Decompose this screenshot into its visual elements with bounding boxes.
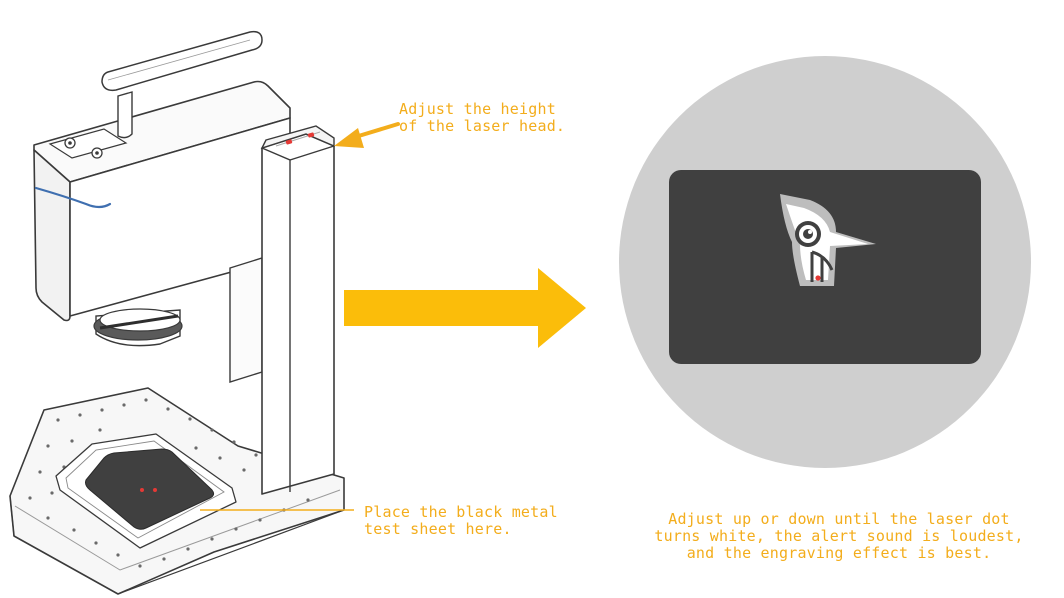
handle-grip (101, 30, 263, 92)
laser-dot-left (140, 488, 144, 492)
test-sheet-callout-line-1: Place the black metal (364, 503, 558, 521)
vertical-column (260, 125, 335, 495)
magnified-laser-dot (815, 275, 821, 281)
head-carriage (229, 257, 263, 383)
height-button-down-icon (307, 132, 315, 138)
height-button-up-icon (285, 139, 293, 145)
magnified-view (619, 56, 1031, 468)
focus-result-callout-line-1: Adjust up or down until the laser dot (668, 510, 1010, 528)
laser-dot-right (153, 488, 157, 492)
lens-assembly (93, 308, 183, 347)
right-arrow-icon (344, 268, 586, 348)
focus-result-callout-line-3: and the engraving effect is best. (686, 544, 992, 562)
test-sheet-callout-line-2: test sheet here. (364, 520, 512, 538)
status-stripe (34, 186, 112, 209)
head-height-callout-line-2: of the laser head. (399, 117, 566, 135)
test-sheet-callout: Place the black metal test sheet here. (364, 504, 558, 538)
woodpecker-logo-icon (780, 194, 876, 286)
pointer-arrow-icon (334, 122, 400, 148)
head-height-callout-line-1: Adjust the height (399, 100, 556, 118)
test-sheet (85, 448, 215, 530)
focus-result-callout-line-2: turns white, the alert sound is loudest, (654, 527, 1024, 545)
focus-result-callout: Adjust up or down until the laser dot tu… (614, 511, 1064, 562)
head-height-callout: Adjust the height of the laser head. (399, 101, 565, 135)
